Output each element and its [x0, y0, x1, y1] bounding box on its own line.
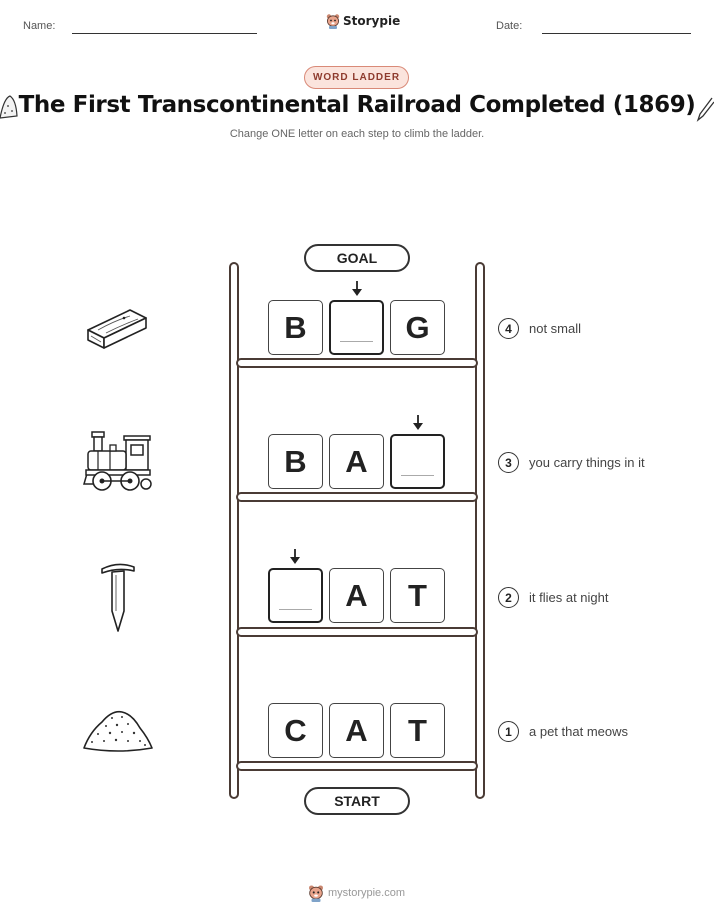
storypie-mascot-icon	[309, 885, 323, 902]
ladder-rung	[236, 358, 478, 368]
spike-doodle-icon	[696, 97, 714, 122]
page-title: The First Transcontinental Railroad Comp…	[18, 92, 696, 118]
gravel-pile-icon	[83, 710, 153, 752]
arrow-down-icon	[290, 549, 300, 564]
brand-name: Storypie	[343, 14, 401, 28]
footer: mystorypie.com	[308, 884, 405, 902]
step-number: 2	[498, 587, 519, 608]
brand-logo: Storypie	[326, 13, 400, 29]
activity-badge: WORD LADDER	[304, 66, 409, 89]
letter-tile: G	[390, 300, 445, 355]
ladder-rung	[236, 492, 478, 502]
step-number: 1	[498, 721, 519, 742]
arrow-down-icon	[413, 415, 423, 430]
footer-url[interactable]: mystorypie.com	[328, 887, 406, 899]
storypie-mascot-icon	[326, 14, 340, 29]
letter-tile: A	[329, 703, 384, 758]
ladder-rung	[236, 761, 478, 771]
letter-tile: T	[390, 703, 445, 758]
goal-label: GOAL	[304, 244, 410, 272]
letter-tile: B	[268, 300, 323, 355]
letter-tile: T	[390, 568, 445, 623]
instructions: Change ONE letter on each step to climb …	[229, 128, 485, 140]
letter-tile: A	[329, 434, 384, 489]
step-number: 3	[498, 452, 519, 473]
letter-tile: C	[268, 703, 323, 758]
start-label: START	[304, 787, 410, 815]
letter-tile: B	[268, 434, 323, 489]
clue-text: not small	[529, 321, 582, 336]
ladder-rung	[236, 627, 478, 637]
blank-letter-input[interactable]	[329, 300, 384, 355]
step-number: 4	[498, 318, 519, 339]
clue-text: a pet that meows	[529, 724, 628, 739]
arrow-down-icon	[352, 281, 362, 296]
gravel-doodle-icon	[0, 95, 18, 119]
ladder-right-rail	[475, 262, 485, 799]
wooden-railroad-tie-icon	[87, 309, 147, 349]
date-label: Date:	[496, 20, 523, 32]
blank-letter-input[interactable]	[268, 568, 323, 623]
clue-text: it flies at night	[529, 590, 609, 605]
date-field[interactable]	[542, 33, 691, 34]
name-label: Name:	[23, 20, 56, 32]
railroad-spike-icon	[101, 563, 135, 632]
ladder-left-rail	[229, 262, 239, 799]
clue-text: you carry things in it	[529, 455, 645, 470]
steam-locomotive-icon	[83, 431, 152, 491]
name-field[interactable]	[72, 33, 257, 34]
letter-tile: A	[329, 568, 384, 623]
blank-letter-input[interactable]	[390, 434, 445, 489]
